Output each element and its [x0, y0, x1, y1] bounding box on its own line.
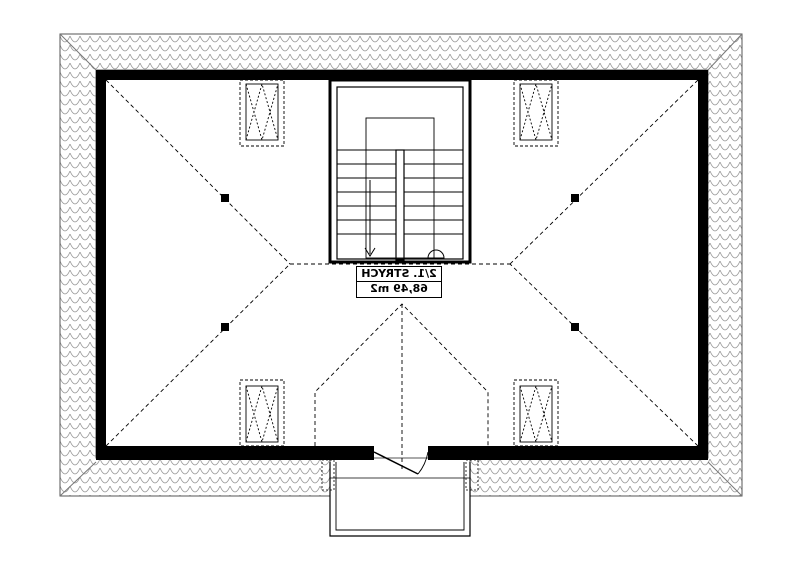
roof-hip-line [707, 461, 743, 497]
skylight-window-top-left [239, 79, 285, 147]
balcony-outline [321, 459, 479, 537]
stair-arrow-head [364, 247, 376, 257]
roof-hip-line [707, 33, 743, 71]
roof-hip-line [59, 33, 97, 71]
skylight-window-bottom-left [239, 379, 285, 447]
room-area: 68,49 m2 [356, 282, 442, 298]
roof-ridge-lines [105, 79, 699, 470]
chimney-dots [221, 194, 579, 331]
room-label: 2/1. STRYCH 68,49 m2 [356, 266, 442, 298]
skylight-window-top-right [513, 79, 559, 147]
roof-hip-line [59, 461, 97, 497]
door-swing [373, 451, 429, 475]
room-name: 2/1. STRYCH [356, 266, 442, 282]
skylight-window-bottom-right [513, 379, 559, 447]
outer-walls [96, 70, 708, 460]
stair-start-mark [427, 249, 445, 259]
staircase [328, 78, 472, 264]
